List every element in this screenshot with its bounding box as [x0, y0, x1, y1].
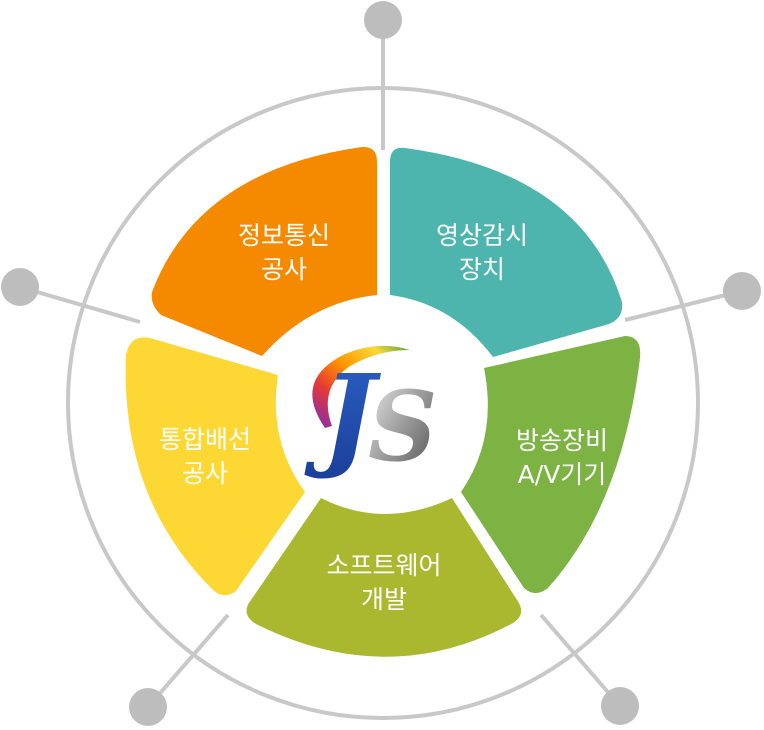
segment-top-left: [151, 146, 377, 356]
outer-ring: [66, 86, 700, 720]
logo-arc: [312, 345, 410, 428]
node-bottom-right: [601, 687, 639, 725]
connector-line-bottom-left: [146, 613, 230, 709]
connector-line-left: [19, 285, 141, 324]
segment-left: [125, 337, 306, 596]
logo-letter-s: S: [368, 370, 437, 483]
node-top: [364, 1, 402, 39]
node-bottom-left: [129, 688, 167, 726]
segment-right: [461, 336, 641, 593]
connector-line-bottom-right: [539, 613, 622, 708]
segment-top-right: [390, 147, 623, 357]
logo-letter-j: J: [304, 351, 382, 482]
segment-bottom: [246, 498, 522, 657]
node-left: [1, 268, 39, 306]
company-logo: S J: [304, 345, 437, 483]
node-right: [723, 272, 761, 310]
